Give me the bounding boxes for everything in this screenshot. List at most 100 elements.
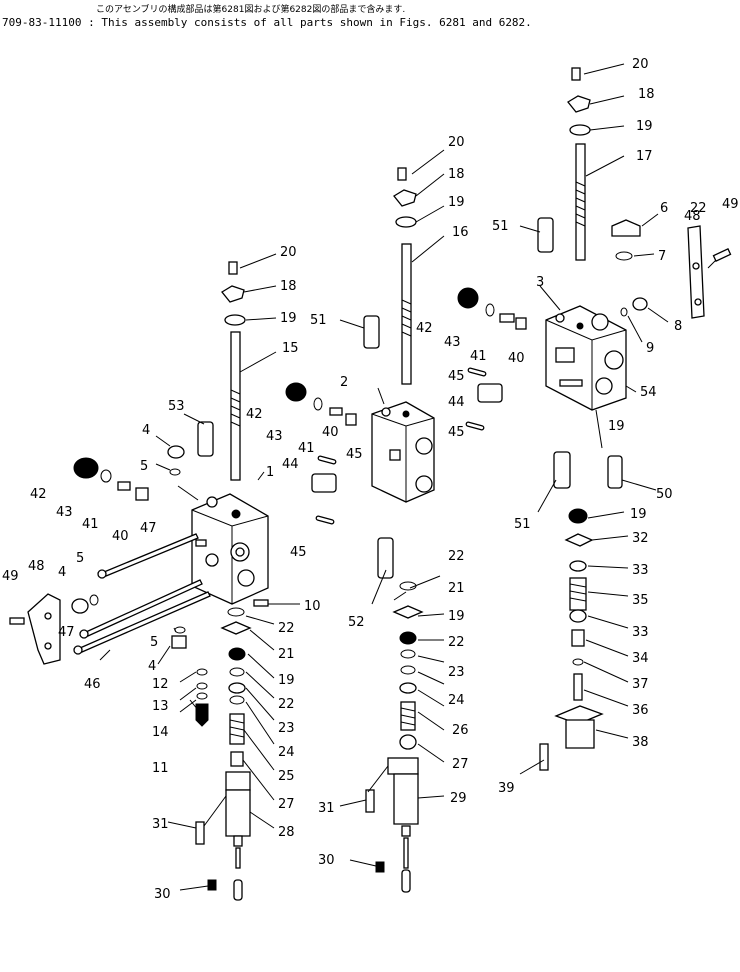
plug-4-low [171,635,187,649]
plug-8 [632,297,648,311]
left-valve-section [9,261,357,901]
callout-31: 31 [318,801,335,816]
valve-block-3 [545,305,627,411]
callout-45: 45 [346,447,363,462]
plug-42-mid [285,382,307,402]
callout-4: 4 [58,565,66,580]
callout-42: 42 [416,321,433,336]
callout-45: 45 [448,425,465,440]
callout-33: 33 [632,563,649,578]
poppet-40-mid [345,413,357,426]
ring-45-left-b [315,515,335,525]
callout-47: 47 [140,521,157,536]
cover-28 [225,771,251,901]
callout-43: 43 [56,505,73,520]
callout-12: 12 [152,677,169,692]
callout-46: 46 [84,677,101,692]
callout-50: 50 [656,487,673,502]
ring-13 [196,682,208,690]
gasket-44-left [311,473,337,493]
callout-27: 27 [278,797,295,812]
valve-51-mid [363,315,380,349]
callout-5: 5 [150,635,158,650]
spool-15 [230,331,241,481]
callout-41: 41 [298,441,315,456]
callout-40: 40 [322,425,339,440]
o-ring-5-top [169,468,181,476]
callout-7: 7 [658,249,666,264]
bolt-39 [539,743,549,771]
callout-51: 51 [310,313,327,328]
leader-lines [99,63,717,891]
callout-36: 36 [632,703,649,718]
o-ring-7 [615,251,633,261]
callout-2: 2 [340,375,348,390]
callout-19: 19 [448,609,465,624]
callout-43: 43 [266,429,283,444]
callout-13: 13 [152,699,169,714]
callout-19: 19 [636,119,653,134]
callout-45: 45 [290,545,307,560]
ring-45-mid-a [467,367,487,377]
bracket-48-left [27,593,61,665]
o-ring-43-right [485,303,495,317]
callout-5: 5 [76,551,84,566]
callout-24: 24 [278,745,295,760]
callout-26: 26 [452,723,469,738]
callout-18: 18 [280,279,297,294]
callout-1: 1 [266,465,274,480]
spring-41-left [117,481,131,491]
callout-45: 45 [448,369,465,384]
lower-stack-mid [392,581,424,750]
callout-38: 38 [632,735,649,750]
seal-19-left [224,314,246,326]
callout-48: 48 [684,209,701,224]
callout-20: 20 [448,135,465,150]
check-14 [195,703,209,727]
plug-42-right [457,287,479,309]
o-ring-5-low [174,626,186,634]
callout-20: 20 [632,57,649,72]
callout-19: 19 [278,673,295,688]
callout-5: 5 [140,459,148,474]
callout-34: 34 [632,651,649,666]
english-note: 709-83-11100 : This assembly consists of… [2,16,532,29]
callout-49: 49 [2,569,19,584]
callout-49: 49 [722,197,739,212]
callout-27: 27 [452,757,469,772]
callout-25: 25 [278,769,295,784]
callout-19: 19 [448,195,465,210]
callout-22: 22 [278,621,295,636]
right-valve-section [537,67,732,771]
plug-30-left [207,879,217,891]
callout-48: 48 [28,559,45,574]
seal-19-mid [395,216,417,228]
bolt-49-right [712,248,732,262]
callout-3: 3 [536,275,544,290]
callout-39: 39 [498,781,515,796]
plate-18-right [567,95,591,113]
callout-51: 51 [514,517,531,532]
callout-44: 44 [448,395,465,410]
callout-labels: 20 18 19 17 51 6 7 48 49 8 9 3 54 50 51 … [2,57,739,902]
ring-45-left-a [317,455,337,465]
callout-19: 19 [608,419,625,434]
callout-23: 23 [448,665,465,680]
callout-21: 21 [278,647,295,662]
lower-stack-left [220,607,252,767]
callout-41: 41 [82,517,99,532]
bracket-48-right [687,225,705,319]
plug-30-mid [375,861,385,873]
callout-47: 47 [58,625,75,640]
bolt-20-right [571,67,581,81]
valve-block-1 [191,493,269,605]
callout-16: 16 [452,225,469,240]
callout-54: 54 [640,385,657,400]
callout-41: 41 [470,349,487,364]
plug-4-mid [71,598,89,614]
callout-9: 9 [646,341,654,356]
gasket-44-mid [477,383,503,403]
plate-18-mid [393,189,417,207]
ring-45-mid-b [465,421,485,431]
